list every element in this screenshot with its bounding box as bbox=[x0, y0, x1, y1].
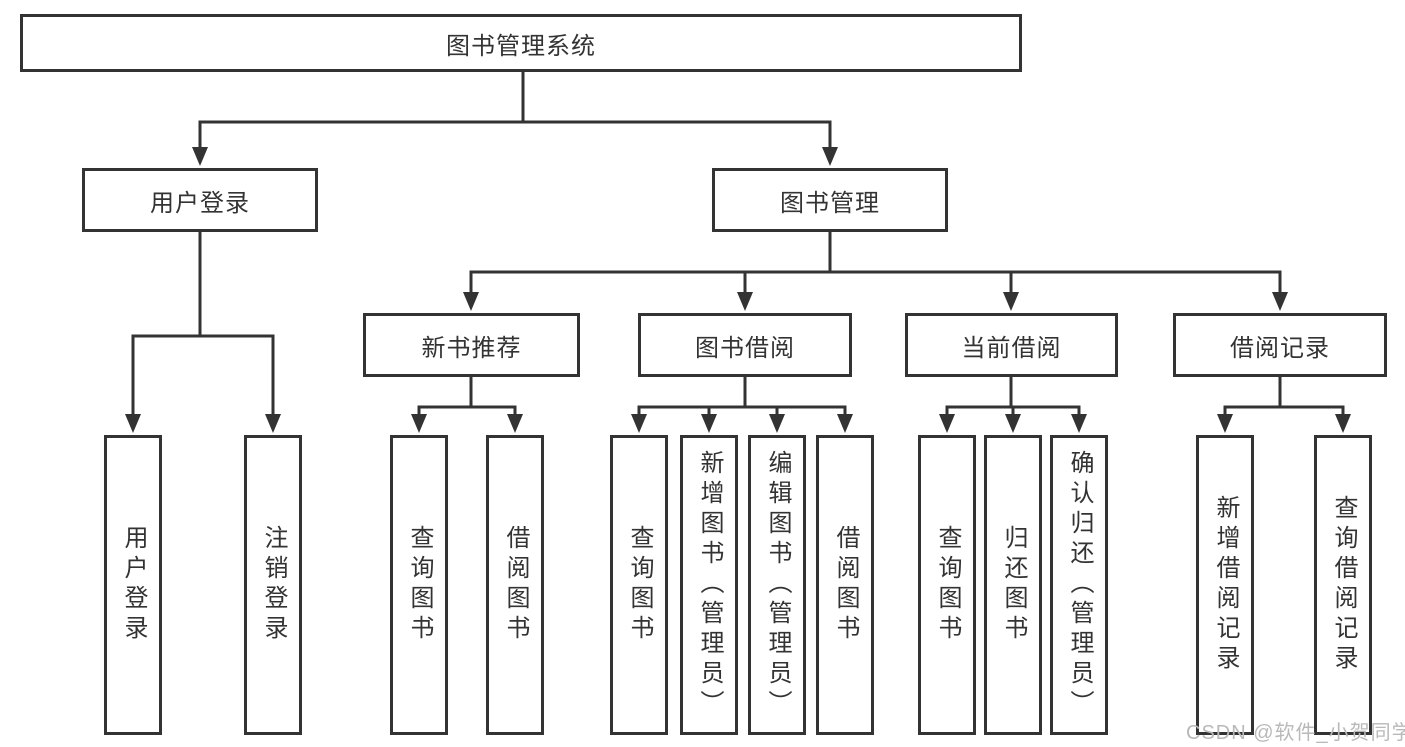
leaf-br-query-record: 查询借阅记录 bbox=[1314, 435, 1372, 735]
connector-user-login-to-leaves bbox=[125, 232, 281, 433]
leaf-cb-query-books: 查询图书 bbox=[918, 435, 976, 735]
leaf-label: 借阅图书 bbox=[832, 525, 859, 645]
node-label: 图书借阅 bbox=[695, 334, 795, 362]
node-book-management: 图书管理 bbox=[712, 168, 948, 232]
node-new-book-recommend: 新书推荐 bbox=[363, 313, 580, 377]
connector-new-book-recommend-to-leaves bbox=[411, 375, 523, 433]
node-label: 当前借阅 bbox=[961, 334, 1062, 362]
csdn-watermark: CSDN @软件_小贺同学 bbox=[1186, 722, 1405, 744]
leaf-label: 新增图书（管理员） bbox=[696, 450, 723, 720]
leaf-user-login: 用户登录 bbox=[104, 435, 162, 735]
leaf-label: 借阅图书 bbox=[502, 525, 529, 645]
node-label: 借阅记录 bbox=[1230, 334, 1330, 362]
node-label: 新书推荐 bbox=[421, 334, 522, 362]
leaf-nbr-query-books: 查询图书 bbox=[390, 435, 448, 735]
connector-current-borrow-to-leaves bbox=[939, 375, 1087, 433]
node-library-management-system: 图书管理系统 bbox=[20, 14, 1022, 72]
node-label: 图书管理 bbox=[780, 189, 880, 217]
leaf-label: 查询图书 bbox=[934, 525, 961, 645]
leaf-cb-confirm-return-admin: 确认归还（管理员） bbox=[1050, 435, 1108, 735]
leaf-label: 确认归还（管理员） bbox=[1066, 450, 1093, 720]
leaf-bb-edit-books-admin: 编辑图书（管理员） bbox=[748, 435, 806, 735]
leaf-label: 归还图书 bbox=[1000, 525, 1027, 645]
leaf-cb-return-books: 归还图书 bbox=[984, 435, 1042, 735]
node-user-login: 用户登录 bbox=[82, 168, 318, 232]
node-borrow-records: 借阅记录 bbox=[1173, 313, 1387, 377]
connector-borrow-records-to-leaves bbox=[1217, 375, 1351, 433]
leaf-bb-add-books-admin: 新增图书（管理员） bbox=[680, 435, 738, 735]
leaf-label: 注销登录 bbox=[260, 525, 287, 645]
leaf-label: 查询图书 bbox=[406, 525, 433, 645]
leaf-logout: 注销登录 bbox=[244, 435, 302, 735]
connector-root-to-level2 bbox=[192, 72, 838, 166]
leaf-br-add-record: 新增借阅记录 bbox=[1196, 435, 1254, 735]
leaf-bb-query-books: 查询图书 bbox=[610, 435, 668, 735]
connector-book-management-to-level3 bbox=[463, 232, 1288, 311]
node-label: 图书管理系统 bbox=[446, 32, 596, 60]
leaf-label: 用户登录 bbox=[120, 525, 147, 645]
leaf-label: 新增借阅记录 bbox=[1212, 495, 1239, 675]
leaf-label: 编辑图书（管理员） bbox=[764, 450, 791, 720]
node-label: 用户登录 bbox=[150, 189, 250, 217]
node-book-borrow: 图书借阅 bbox=[638, 313, 852, 377]
leaf-label: 查询图书 bbox=[626, 525, 653, 645]
connector-book-borrow-to-leaves bbox=[631, 375, 853, 433]
leaf-label: 查询借阅记录 bbox=[1330, 495, 1357, 675]
leaf-nbr-borrow-books: 借阅图书 bbox=[486, 435, 544, 735]
node-current-borrow: 当前借阅 bbox=[905, 313, 1118, 377]
leaf-bb-borrow-books: 借阅图书 bbox=[816, 435, 874, 735]
